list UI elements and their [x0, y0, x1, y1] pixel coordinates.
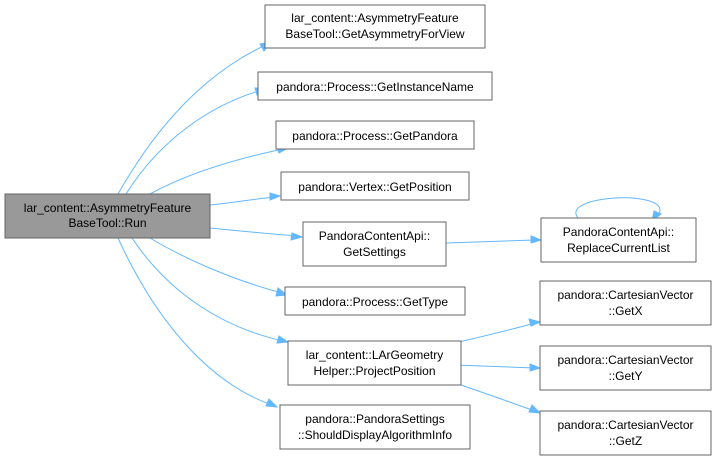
- arrowhead-getposition: [269, 192, 282, 201]
- arrowhead-gettype: [275, 287, 289, 297]
- node-getz[interactable]: pandora::CartesianVector ::GetZ: [539, 410, 712, 456]
- node-projectposition[interactable]: lar_content::LArGeometry Helper::Project…: [287, 340, 462, 386]
- edge-run-to-getsettings: [209, 227, 298, 237]
- node-run-line-1: lar_content::AsymmetryFeature: [24, 201, 192, 215]
- edge-run-to-getposition: [209, 196, 276, 206]
- arrowhead-getsettings: [290, 232, 304, 241]
- node-shoulddisplay-line-1: pandora::PandoraSettings: [305, 412, 444, 426]
- edge-run-to-getasymmetry: [117, 43, 269, 195]
- edge-run-to-projectposition: [131, 237, 284, 342]
- node-getpandora[interactable]: pandora::Process::GetPandora: [275, 120, 475, 150]
- node-gettype[interactable]: pandora::Process::GetType: [284, 286, 466, 316]
- node-run[interactable]: lar_content::AsymmetryFeature BaseTool::…: [4, 193, 211, 239]
- node-getasymmetryforview-line-2: BaseTool::GetAsymmetryForView: [285, 27, 465, 41]
- node-getsettings[interactable]: PandoraContentApi:: GetSettings: [302, 221, 447, 267]
- edge-getsettings-to-replacecurrentlist: [445, 239, 536, 244]
- arrowhead-projectposition: [276, 335, 290, 344]
- node-projectposition-line-1: lar_content::LArGeometry: [306, 348, 443, 362]
- node-getx-line-1: pandora::CartesianVector: [557, 288, 693, 302]
- node-getposition[interactable]: pandora::Vertex::GetPosition: [280, 171, 470, 201]
- node-getposition-label: pandora::Vertex::GetPosition: [298, 180, 451, 194]
- node-getpandora-label: pandora::Process::GetPandora: [292, 129, 458, 143]
- edge-run-to-gettype: [149, 237, 283, 294]
- node-gety-line-1: pandora::CartesianVector: [557, 353, 693, 367]
- node-projectposition-line-2: Helper::ProjectPosition: [313, 364, 435, 378]
- edge-projectposition-to-getx: [454, 322, 536, 344]
- node-getsettings-line-1: PandoraContentApi::: [319, 229, 430, 243]
- edge-projectposition-to-getz: [454, 382, 536, 412]
- node-shoulddisplayalgorithminfo[interactable]: pandora::PandoraSettings ::ShouldDisplay…: [279, 404, 471, 450]
- arrowhead-gety: [529, 363, 542, 372]
- node-getinstancename[interactable]: pandora::Process::GetInstanceName: [257, 71, 493, 101]
- node-gettype-label: pandora::Process::GetType: [302, 295, 448, 309]
- node-getsettings-line-2: GetSettings: [343, 245, 406, 259]
- node-replacecurrentlist[interactable]: PandoraContentApi:: ReplaceCurrentList: [540, 217, 697, 263]
- node-getx[interactable]: pandora::CartesianVector ::GetX: [539, 280, 712, 326]
- node-getz-line-2: ::GetZ: [609, 434, 642, 448]
- arrowhead-getz: [528, 404, 542, 414]
- node-getx-line-2: ::GetX: [608, 304, 642, 318]
- node-getasymmetryforview-line-1: lar_content::AsymmetryFeature: [291, 11, 459, 25]
- node-replacecurrentlist-line-2: ReplaceCurrentList: [567, 241, 670, 255]
- edge-run-to-getpandora: [149, 148, 284, 195]
- node-replacecurrentlist-line-1: PandoraContentApi::: [563, 225, 674, 239]
- edge-run-to-shoulddisplay: [117, 237, 273, 406]
- node-shoulddisplay-line-2: ::ShouldDisplayAlgorithmInfo: [298, 428, 452, 442]
- arrowhead-getx: [528, 318, 542, 327]
- arrowhead-shoulddisplay: [265, 398, 279, 408]
- node-gety-line-2: ::GetY: [608, 369, 642, 383]
- node-getz-line-1: pandora::CartesianVector: [557, 418, 693, 432]
- node-run-line-2: BaseTool::Run: [68, 216, 146, 230]
- node-getinstancename-label: pandora::Process::GetInstanceName: [276, 80, 474, 94]
- edge-replacecurrentlist-self: [575, 197, 661, 219]
- edge-projectposition-to-gety: [454, 364, 536, 369]
- node-gety[interactable]: pandora::CartesianVector ::GetY: [539, 345, 712, 391]
- node-getasymmetryforview[interactable]: lar_content::AsymmetryFeature BaseTool::…: [264, 4, 486, 49]
- edge-run-to-getinstancename: [125, 89, 263, 195]
- arrowhead-replacecurrentlist: [530, 235, 543, 244]
